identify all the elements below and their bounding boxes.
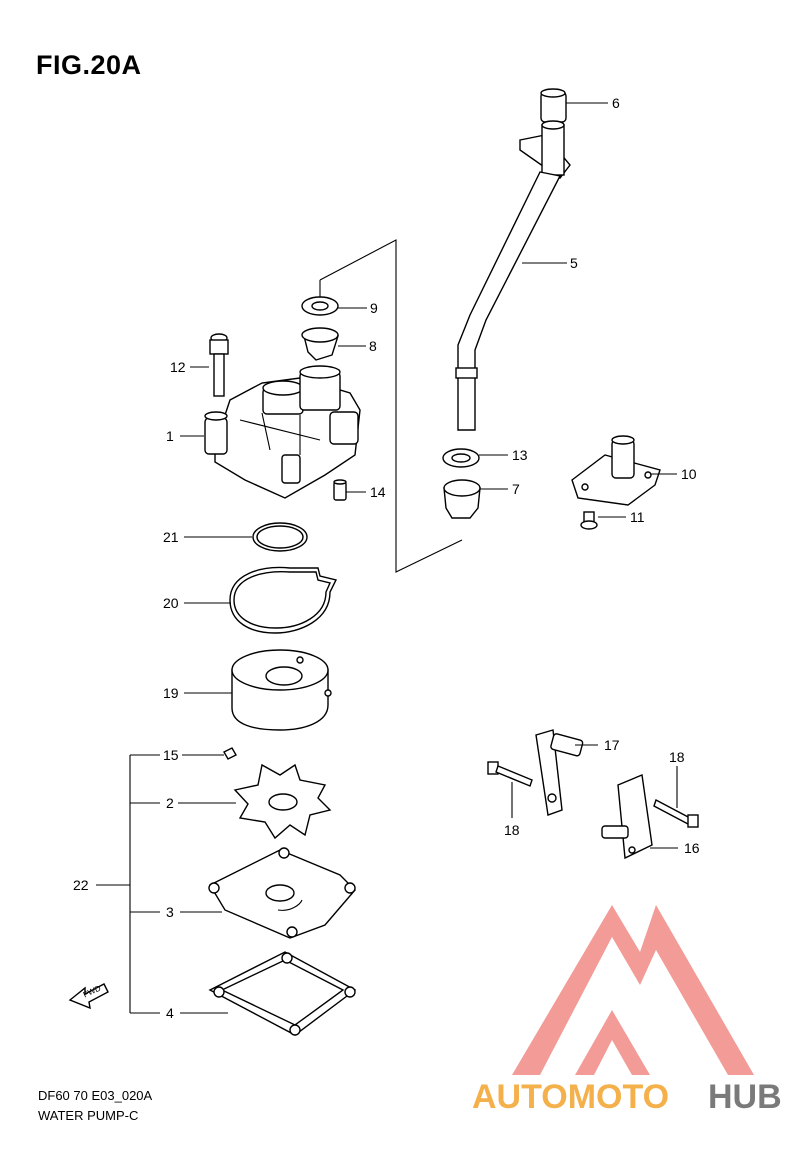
footer: DF60 70 E03_020A WATER PUMP-C	[38, 1086, 152, 1126]
part-9-washer	[301, 296, 339, 316]
callout-19: 19	[163, 685, 179, 701]
part-13-seal	[442, 448, 480, 468]
callout-3: 3	[166, 904, 174, 920]
part-4-gasket	[208, 951, 357, 1036]
footer-code: DF60 70 E03_020A	[38, 1088, 153, 1103]
callout-17: 17	[604, 737, 620, 753]
leader-lines	[96, 102, 678, 1014]
fwd-arrow-icon	[68, 983, 109, 1010]
callout-18-right: 18	[669, 749, 685, 765]
watermark-logo	[512, 905, 754, 1075]
callout-1: 1	[166, 428, 174, 444]
part-7-grommet	[443, 479, 481, 519]
figure-title: FIG.20A	[36, 50, 142, 80]
callout-6: 6	[612, 95, 620, 111]
callout-13: 13	[512, 447, 528, 463]
callout-20: 20	[163, 595, 179, 611]
callout-18-left: 18	[504, 822, 520, 838]
part-18-bolt-right	[653, 798, 699, 828]
callout-2: 2	[166, 795, 174, 811]
callout-11: 11	[630, 509, 645, 525]
callout-4: 4	[166, 1005, 174, 1021]
part-20-o-ring	[229, 566, 338, 634]
part-16-clamp	[601, 774, 653, 860]
group-bracket-lines	[319, 239, 463, 573]
part-3-plate	[208, 847, 356, 939]
part-8-grommet	[301, 327, 339, 361]
callout-9: 9	[370, 300, 378, 316]
callout-10: 10	[681, 466, 697, 482]
callout-22: 22	[73, 877, 89, 893]
part-17-clamp	[535, 729, 584, 816]
part-18-bolt-left	[487, 761, 533, 787]
part-14-pin	[333, 479, 347, 501]
callout-7: 7	[512, 481, 520, 497]
part-12-bolt	[209, 333, 229, 397]
callout-14: 14	[370, 484, 386, 500]
watermark-text-2: HUB	[708, 1078, 782, 1116]
part-2-impeller	[233, 763, 332, 840]
part-19-impeller-housing	[231, 649, 332, 731]
watermark-text-1: AUTOMOTO	[472, 1078, 669, 1116]
part-6-sleeve	[540, 88, 567, 123]
part-5-water-tube	[455, 120, 571, 431]
callout-15: 15	[163, 747, 179, 763]
footer-name: WATER PUMP-C	[38, 1108, 139, 1123]
part-1-pump-case	[204, 365, 361, 499]
part-10-bracket	[571, 435, 661, 506]
callout-21: 21	[163, 529, 179, 545]
part-15-key	[223, 747, 237, 760]
callout-12: 12	[170, 359, 186, 375]
callout-5: 5	[570, 255, 578, 271]
part-21-o-ring	[252, 522, 308, 552]
callout-16: 16	[684, 840, 700, 856]
part-11-bolt	[580, 511, 598, 530]
callout-8: 8	[369, 338, 377, 354]
